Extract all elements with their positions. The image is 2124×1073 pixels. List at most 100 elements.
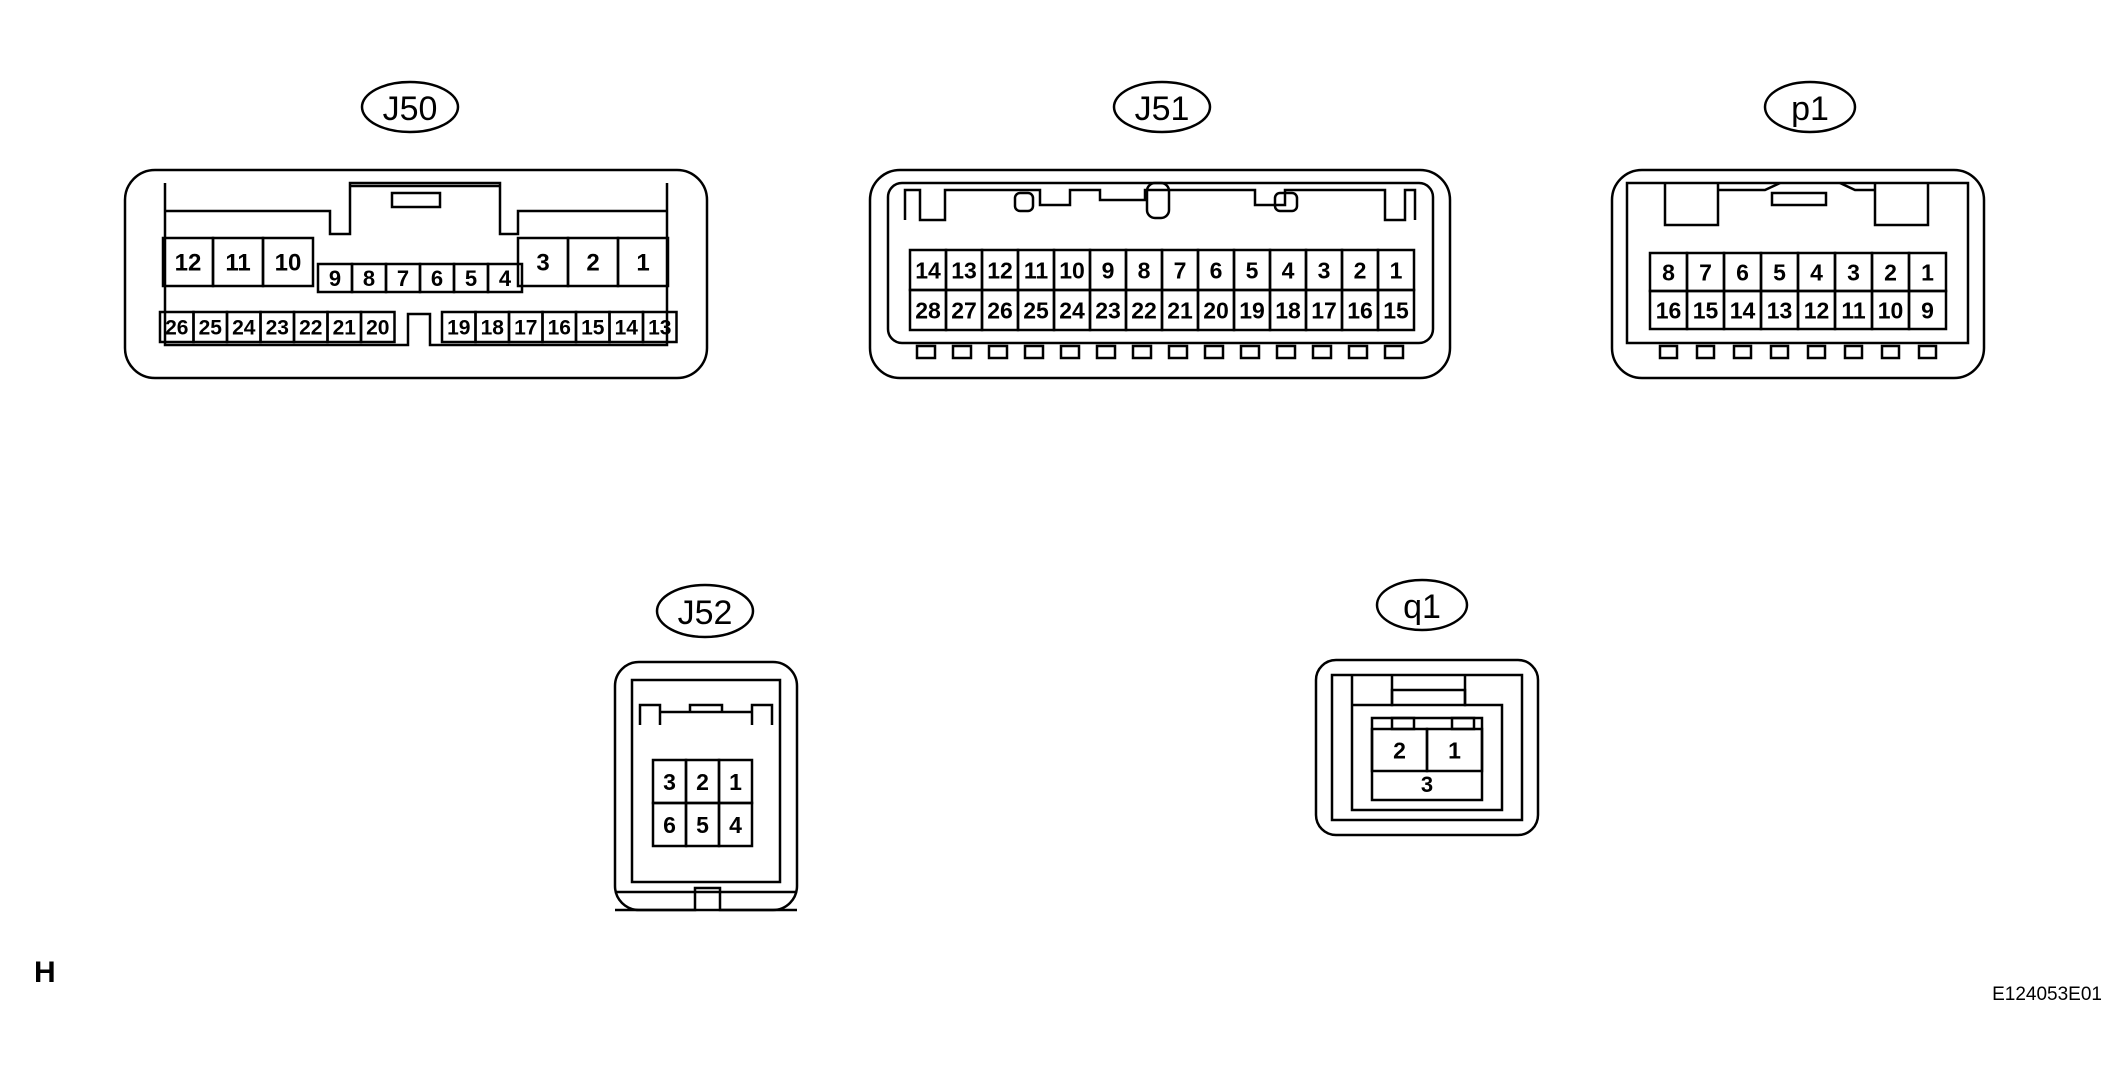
j51-row2-pin-label: 20 [1203, 297, 1229, 323]
j50-bottom-left-pin-label: 24 [232, 317, 256, 340]
j50-mid-pin-label: 9 [329, 266, 341, 291]
connector-j51-key-left [1013, 191, 1035, 213]
j50-right-cell [616, 236, 670, 288]
connector-p1-bottom-teeth [1658, 344, 1938, 360]
j51-row1-pin-label: 14 [915, 257, 941, 283]
connector-q1-label: q1 [1403, 588, 1441, 626]
connector-j51-key-right [1273, 191, 1299, 213]
connector-j52-label-ellipse [655, 583, 755, 639]
connector-j52-bottom-skirt [615, 886, 797, 912]
connector-j51-label-ellipse [1112, 80, 1212, 134]
j50-bottom-left-pin-label: 23 [266, 317, 289, 340]
j52-row1-pin-label: 1 [729, 769, 742, 795]
p1-row2-cell [1907, 289, 1948, 331]
j51-row1-pin-label: 13 [951, 257, 977, 283]
j50-bottom-left-pin-label: 21 [333, 317, 357, 340]
j51-row2-pin-label: 18 [1275, 297, 1301, 323]
j51-tooth [915, 344, 937, 360]
j50-bottom-right-pin-label: 17 [514, 317, 537, 340]
j50-mid-pin-label: 5 [465, 266, 477, 291]
j51-tooth [1383, 344, 1405, 360]
p1-row1-pin-label: 7 [1699, 259, 1712, 285]
p1-row2-pin-label: 11 [1841, 297, 1866, 323]
connector-j51-outer-shell [868, 168, 1452, 380]
p1-row1-pin-label: 4 [1810, 259, 1823, 285]
j50-bottom-left-pin-label: 22 [299, 317, 322, 340]
p1-row2-pin-label: 9 [1921, 297, 1934, 323]
j51-row1-pin-label: 2 [1354, 257, 1367, 283]
connector-q1-pin-frame [1370, 716, 1484, 802]
j50-bottom-right-pin-label: 16 [548, 317, 571, 340]
j51-row2-pin-label: 26 [987, 297, 1013, 323]
j50-mid-pin-label: 6 [431, 266, 443, 291]
j50-bottom-right-pin-label: 19 [447, 317, 470, 340]
j51-row2-pin-label: 22 [1131, 297, 1157, 323]
p1-tooth [1658, 344, 1679, 360]
j51-row1-pin-label: 10 [1059, 257, 1085, 283]
connector-j51-label: J51 [1135, 90, 1190, 128]
p1-row1-pin-label: 8 [1662, 259, 1675, 285]
connector-j52-label: J52 [678, 594, 733, 632]
j52-row2-pin-label: 6 [663, 812, 676, 838]
j51-tooth [951, 344, 973, 360]
j51-row2-cell [1376, 288, 1416, 332]
j50-right-pin-label: 1 [636, 250, 649, 277]
j50-bottom-right-pin-label: 14 [615, 317, 639, 340]
p1-row1-pin-label: 6 [1736, 259, 1749, 285]
j51-row2-pin-label: 15 [1383, 297, 1409, 323]
p1-row2-pin-label: 16 [1656, 297, 1682, 323]
p1-tooth [1917, 344, 1938, 360]
j51-row2-pin-label: 27 [951, 297, 977, 323]
connector-q1-outer-shell [1314, 658, 1540, 837]
j50-mid-pin-label: 8 [363, 266, 375, 291]
j51-row2-pin-label: 19 [1239, 297, 1265, 323]
j52-row1-pin-label: 2 [696, 769, 709, 795]
connector-j50-outer-shell [123, 168, 709, 380]
p1-row2-pin-label: 10 [1878, 297, 1904, 323]
j51-row2-pin-label: 16 [1347, 297, 1373, 323]
j50-bottom-left-pin-label: 25 [199, 317, 223, 340]
connector-q1-inner-housing [1330, 673, 1524, 822]
connector-j50-inner-housing [163, 181, 669, 347]
connector-p1-outer-shell [1610, 168, 1986, 380]
j51-tooth [1023, 344, 1045, 360]
figure-code: E124053E01 [1992, 984, 2102, 1005]
j50-bottom-right-pin-label: 15 [581, 317, 605, 340]
connector-j51-top-profile [903, 188, 1417, 222]
j50-bottom-right-cell [641, 310, 678, 344]
p1-row1-pin-label: 5 [1773, 259, 1786, 285]
j52-row1-pin-label: 3 [663, 769, 676, 795]
j51-tooth [1203, 344, 1225, 360]
connector-p1-latch [1770, 191, 1828, 207]
p1-row2-pin-label: 15 [1693, 297, 1719, 323]
j50-mid-cell [486, 262, 524, 294]
j51-tooth [1095, 344, 1117, 360]
j50-right-pin-label: 3 [536, 250, 549, 277]
j50-bottom-left-pin-label: 26 [165, 317, 188, 340]
connector-j50-right-row: 3 2 1 [516, 236, 670, 288]
j52-row2-pin-label: 4 [729, 812, 742, 838]
q1-row1-pin-label: 2 [1393, 737, 1406, 763]
j50-right-pin-label: 2 [586, 250, 599, 277]
j50-bottom-right-pin-label: 18 [481, 317, 505, 340]
q1-row1-pin-label: 1 [1448, 737, 1461, 763]
p1-tooth [1880, 344, 1901, 360]
j50-mid-pin-label: 4 [499, 266, 512, 291]
j50-top-cell [261, 236, 315, 288]
connector-j50-label-ellipse [360, 80, 460, 134]
p1-row1-pin-label: 2 [1884, 259, 1897, 285]
p1-row2-pin-label: 13 [1767, 297, 1793, 323]
p1-tooth [1806, 344, 1827, 360]
